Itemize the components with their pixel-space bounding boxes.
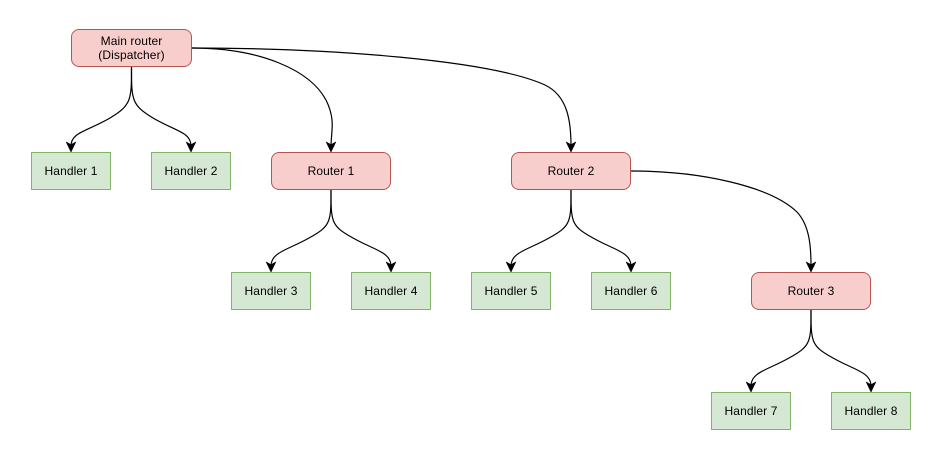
node-handler-8[interactable]: Handler 8 bbox=[831, 392, 911, 430]
node-handler-1-label: Handler 1 bbox=[44, 164, 98, 178]
edge-router-1-to-handler-3-line bbox=[270, 189, 332, 267]
edge-main-to-handler-2-arrowhead-icon bbox=[185, 141, 197, 153]
node-router-2-label: Router 2 bbox=[547, 164, 595, 178]
edge-router-3-to-handler-7 bbox=[745, 309, 812, 393]
edge-main-to-handler-2-line bbox=[130, 66, 192, 147]
edge-router-2-to-handler-5 bbox=[505, 189, 572, 273]
node-router-3[interactable]: Router 3 bbox=[751, 272, 871, 310]
node-handler-4-label: Handler 4 bbox=[364, 284, 418, 298]
node-handler-2-label: Handler 2 bbox=[164, 164, 218, 178]
node-handler-5-label: Handler 5 bbox=[484, 284, 538, 298]
node-router-3-label: Router 3 bbox=[787, 284, 835, 298]
edge-router-1-to-handler-4-line bbox=[330, 189, 392, 267]
edge-router-1-to-handler-4 bbox=[330, 189, 397, 273]
node-handler-7-label: Handler 7 bbox=[724, 404, 778, 418]
edge-router-2-to-router-3-line bbox=[630, 170, 812, 267]
edge-router-2-to-handler-5-arrowhead-icon bbox=[505, 261, 517, 273]
edge-router-3-to-handler-8-line bbox=[810, 309, 872, 387]
edge-router-2-to-handler-6-line bbox=[570, 189, 632, 267]
node-main-router-label: Main router (Dispatcher) bbox=[98, 34, 165, 62]
node-handler-2[interactable]: Handler 2 bbox=[151, 152, 231, 190]
node-router-2[interactable]: Router 2 bbox=[511, 152, 631, 190]
edge-main-to-router-2-arrowhead-icon bbox=[565, 141, 577, 153]
edge-main-to-router-1 bbox=[191, 47, 337, 153]
edge-router-1-to-handler-3-arrowhead-icon bbox=[265, 261, 277, 273]
edge-main-to-router-2 bbox=[191, 47, 577, 153]
node-router-1[interactable]: Router 1 bbox=[271, 152, 391, 190]
node-handler-6[interactable]: Handler 6 bbox=[591, 272, 671, 310]
node-handler-8-label: Handler 8 bbox=[844, 404, 898, 418]
edge-router-2-to-router-3 bbox=[630, 170, 817, 273]
edge-main-to-handler-2 bbox=[130, 66, 197, 153]
edge-main-to-handler-1-arrowhead-icon bbox=[65, 141, 77, 153]
edge-router-3-to-handler-7-arrowhead-icon bbox=[745, 381, 757, 393]
edge-router-3-to-handler-8-arrowhead-icon bbox=[865, 381, 877, 393]
edge-main-to-router-2-line bbox=[191, 47, 572, 147]
node-handler-7[interactable]: Handler 7 bbox=[711, 392, 791, 430]
edge-main-to-router-1-arrowhead-icon bbox=[325, 141, 337, 153]
edge-router-3-to-handler-7-line bbox=[750, 309, 812, 387]
edge-main-to-handler-1-line bbox=[70, 66, 133, 147]
node-handler-3-label: Handler 3 bbox=[244, 284, 298, 298]
edge-router-1-to-handler-3 bbox=[265, 189, 332, 273]
edge-router-3-to-handler-8 bbox=[810, 309, 877, 393]
edge-router-2-to-router-3-arrowhead-icon bbox=[805, 261, 817, 273]
node-main-router[interactable]: Main router (Dispatcher) bbox=[71, 29, 192, 67]
node-handler-3[interactable]: Handler 3 bbox=[231, 272, 311, 310]
edge-main-to-router-1-line bbox=[191, 47, 333, 147]
node-router-1-label: Router 1 bbox=[307, 164, 355, 178]
edge-router-2-to-handler-6 bbox=[570, 189, 637, 273]
node-handler-1[interactable]: Handler 1 bbox=[31, 152, 111, 190]
node-handler-4[interactable]: Handler 4 bbox=[351, 272, 431, 310]
edge-router-2-to-handler-6-arrowhead-icon bbox=[625, 261, 637, 273]
edge-router-2-to-handler-5-line bbox=[510, 189, 572, 267]
edge-router-1-to-handler-4-arrowhead-icon bbox=[385, 261, 397, 273]
edge-main-to-handler-1 bbox=[65, 66, 133, 153]
node-handler-6-label: Handler 6 bbox=[604, 284, 658, 298]
node-handler-5[interactable]: Handler 5 bbox=[471, 272, 551, 310]
